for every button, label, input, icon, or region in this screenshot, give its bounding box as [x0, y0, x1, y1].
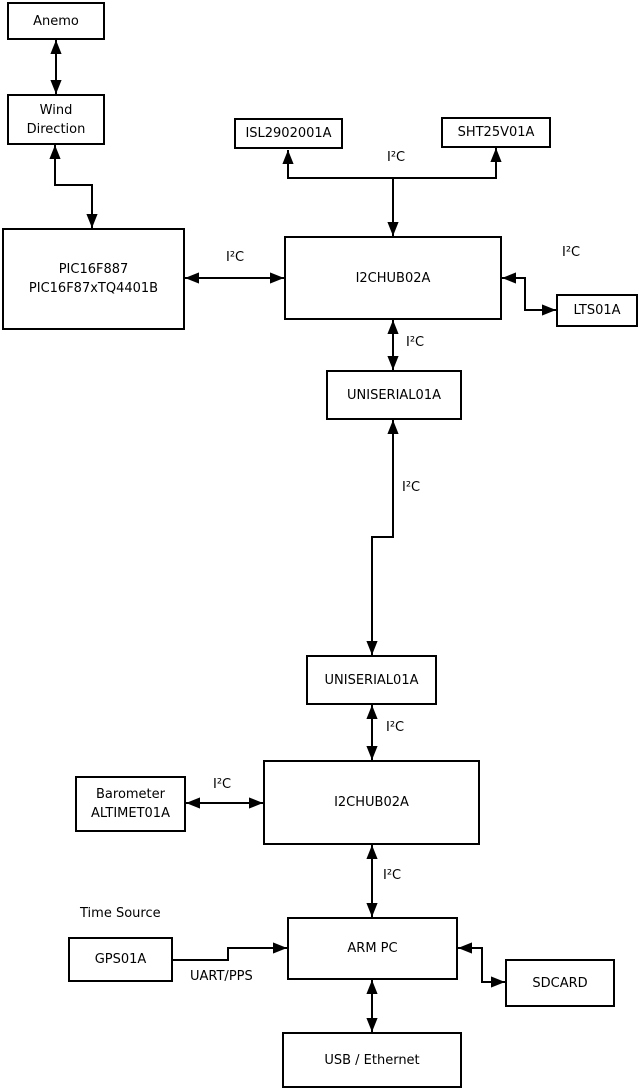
- box-anemo: Anemo: [7, 2, 105, 40]
- box-uniserial-1: UNISERIAL01A: [326, 370, 462, 420]
- box-uniserial-1-label: UNISERIAL01A: [347, 387, 441, 403]
- box-i2c-hub-1-label: I2CHUB02A: [355, 270, 431, 286]
- i2c-label-uniserial2-hub2: I²C: [386, 720, 405, 735]
- i2c-label-hub2-armpc: I²C: [383, 868, 402, 883]
- box-isl-sensor: ISL2902001A: [234, 118, 343, 149]
- box-usb-ethernet-label: USB / Ethernet: [324, 1052, 420, 1068]
- connector-uniserial1-uniserial2: [366, 420, 399, 655]
- box-arm-pc-label: ARM PC: [347, 941, 398, 956]
- i2c-label-uniserial1-uniserial2: I²C: [402, 480, 421, 495]
- box-uniserial-2-label: UNISERIAL01A: [324, 672, 419, 688]
- i2c-label-bus-top: I²C: [387, 150, 406, 165]
- box-sdcard-label: SDCARD: [532, 975, 588, 991]
- box-uniserial-2: UNISERIAL01A: [306, 655, 437, 705]
- box-wind-direction: Wind Direction: [7, 94, 105, 145]
- box-i2c-hub-2: I2CHUB02A: [263, 760, 480, 845]
- box-barometer: Barometer ALTIMET01A: [75, 776, 186, 832]
- box-i2c-hub-1: I2CHUB02A: [284, 236, 502, 320]
- box-arm-pc: ARM PC: [287, 917, 458, 980]
- box-gps-label: GPS01A: [94, 952, 147, 967]
- i2c-label-hub1-uniserial1: I²C: [406, 335, 425, 350]
- box-lts-sensor-label: LTS01A: [573, 303, 621, 318]
- box-pic-controller: PIC16F887 PIC16F87xTQ4401B: [2, 228, 185, 330]
- box-sht-sensor-label: SHT25V01A: [457, 125, 535, 140]
- i2c-label-barometer-hub2: I²C: [213, 777, 232, 792]
- box-i2c-hub-2-label: I2CHUB02A: [334, 795, 409, 810]
- box-sht-sensor: SHT25V01A: [441, 117, 551, 148]
- box-sdcard: SDCARD: [505, 959, 615, 1007]
- connector-armpc-sdcard: [458, 942, 505, 988]
- box-gps: GPS01A: [68, 937, 173, 982]
- box-anemo-label: Anemo: [33, 13, 79, 29]
- connector-hub1-lts: [502, 272, 556, 316]
- box-usb-ethernet: USB / Ethernet: [282, 1032, 462, 1088]
- i2c-label-pic-hub1: I²C: [226, 250, 245, 265]
- box-wind-direction-label: Wind Direction: [26, 102, 86, 137]
- uart-pps-label: UART/PPS: [190, 969, 253, 984]
- connector-wind-pic: [49, 145, 98, 228]
- box-isl-sensor-label: ISL2902001A: [245, 126, 332, 141]
- connector-gps-armpc: [173, 942, 287, 961]
- time-source-label: Time Source: [80, 906, 161, 921]
- box-barometer-label: Barometer ALTIMET01A: [91, 787, 170, 821]
- box-pic-controller-label: PIC16F887 PIC16F87xTQ4401B: [28, 262, 159, 296]
- i2c-label-hub1-lts: I²C: [562, 245, 581, 260]
- box-lts-sensor: LTS01A: [556, 294, 638, 327]
